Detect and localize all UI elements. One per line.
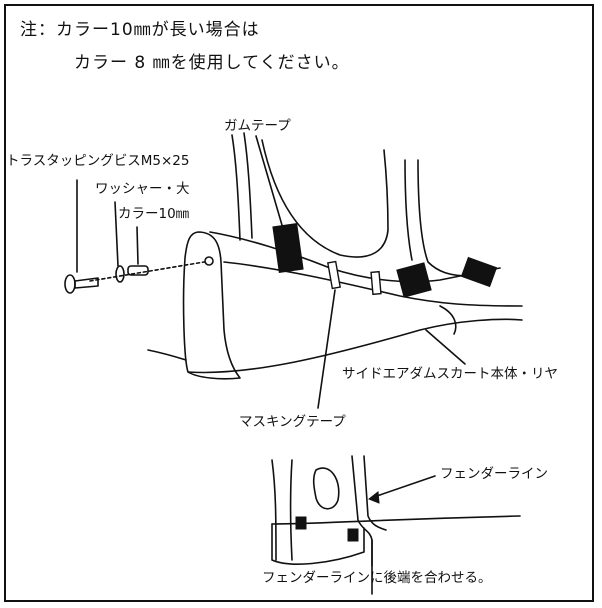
- leader-skirt: [425, 329, 466, 365]
- label-masking-tape: マスキングテープ: [239, 414, 346, 430]
- label-screw: トラスタッピングビスM5×25: [6, 153, 190, 169]
- body-panel-line: [243, 132, 253, 239]
- note-line-2: カラー 8 ㎜を使用してください。: [74, 53, 350, 73]
- screw-shank: [74, 277, 99, 289]
- document-frame: [4, 4, 594, 602]
- collar: [127, 265, 149, 276]
- skirt-lower-line: [147, 349, 187, 361]
- screw-head: [64, 274, 76, 294]
- skirt-top-line: [223, 261, 523, 307]
- washer: [115, 265, 125, 283]
- leader-masking: [317, 289, 336, 409]
- screw-hole: [204, 256, 214, 266]
- skirt-lip: [439, 305, 457, 335]
- inset-skirt: [271, 523, 365, 565]
- label-collar: カラー10㎜: [118, 206, 190, 222]
- masking-tape-piece: [370, 270, 382, 296]
- inset-skirt-line: [271, 515, 521, 525]
- arrow-head: [368, 491, 380, 504]
- gum-tape-piece: [396, 262, 432, 298]
- gum-tape-piece: [460, 256, 498, 288]
- label-gum-tape: ガムテープ: [224, 118, 291, 134]
- label-washer: ワッシャー・大: [95, 181, 190, 197]
- inset-window: [312, 467, 340, 510]
- body-panel-line: [417, 159, 471, 277]
- label-fender-line: フェンダーライン: [440, 466, 548, 482]
- label-skirt-body: サイドエアダムスカート本体・リヤ: [342, 366, 558, 382]
- skirt-bottom-edge: [187, 318, 523, 374]
- inset-body-line: [271, 459, 277, 561]
- gum-tape-piece: [272, 222, 304, 274]
- skirt-end-cap: [182, 231, 241, 380]
- masking-tape-piece: [326, 260, 342, 290]
- inset-fender: [363, 455, 387, 531]
- label-align-instruction: フェンダーラインに後端を合わせる。: [262, 570, 492, 586]
- inset-tape: [295, 516, 307, 530]
- inset-body-line: [289, 459, 293, 561]
- leader-washer: [114, 201, 119, 267]
- note-line-1: 注：カラー10㎜が長い場合は: [20, 20, 260, 40]
- screw-axis: [89, 261, 205, 282]
- body-panel-line: [404, 159, 413, 261]
- body-panel-line: [231, 134, 241, 241]
- leader-fender-line: [370, 475, 436, 499]
- leader-gum-tape: [255, 135, 285, 233]
- wheel-arch: [261, 139, 389, 258]
- leader-collar: [136, 226, 139, 265]
- inset-tape: [347, 528, 359, 542]
